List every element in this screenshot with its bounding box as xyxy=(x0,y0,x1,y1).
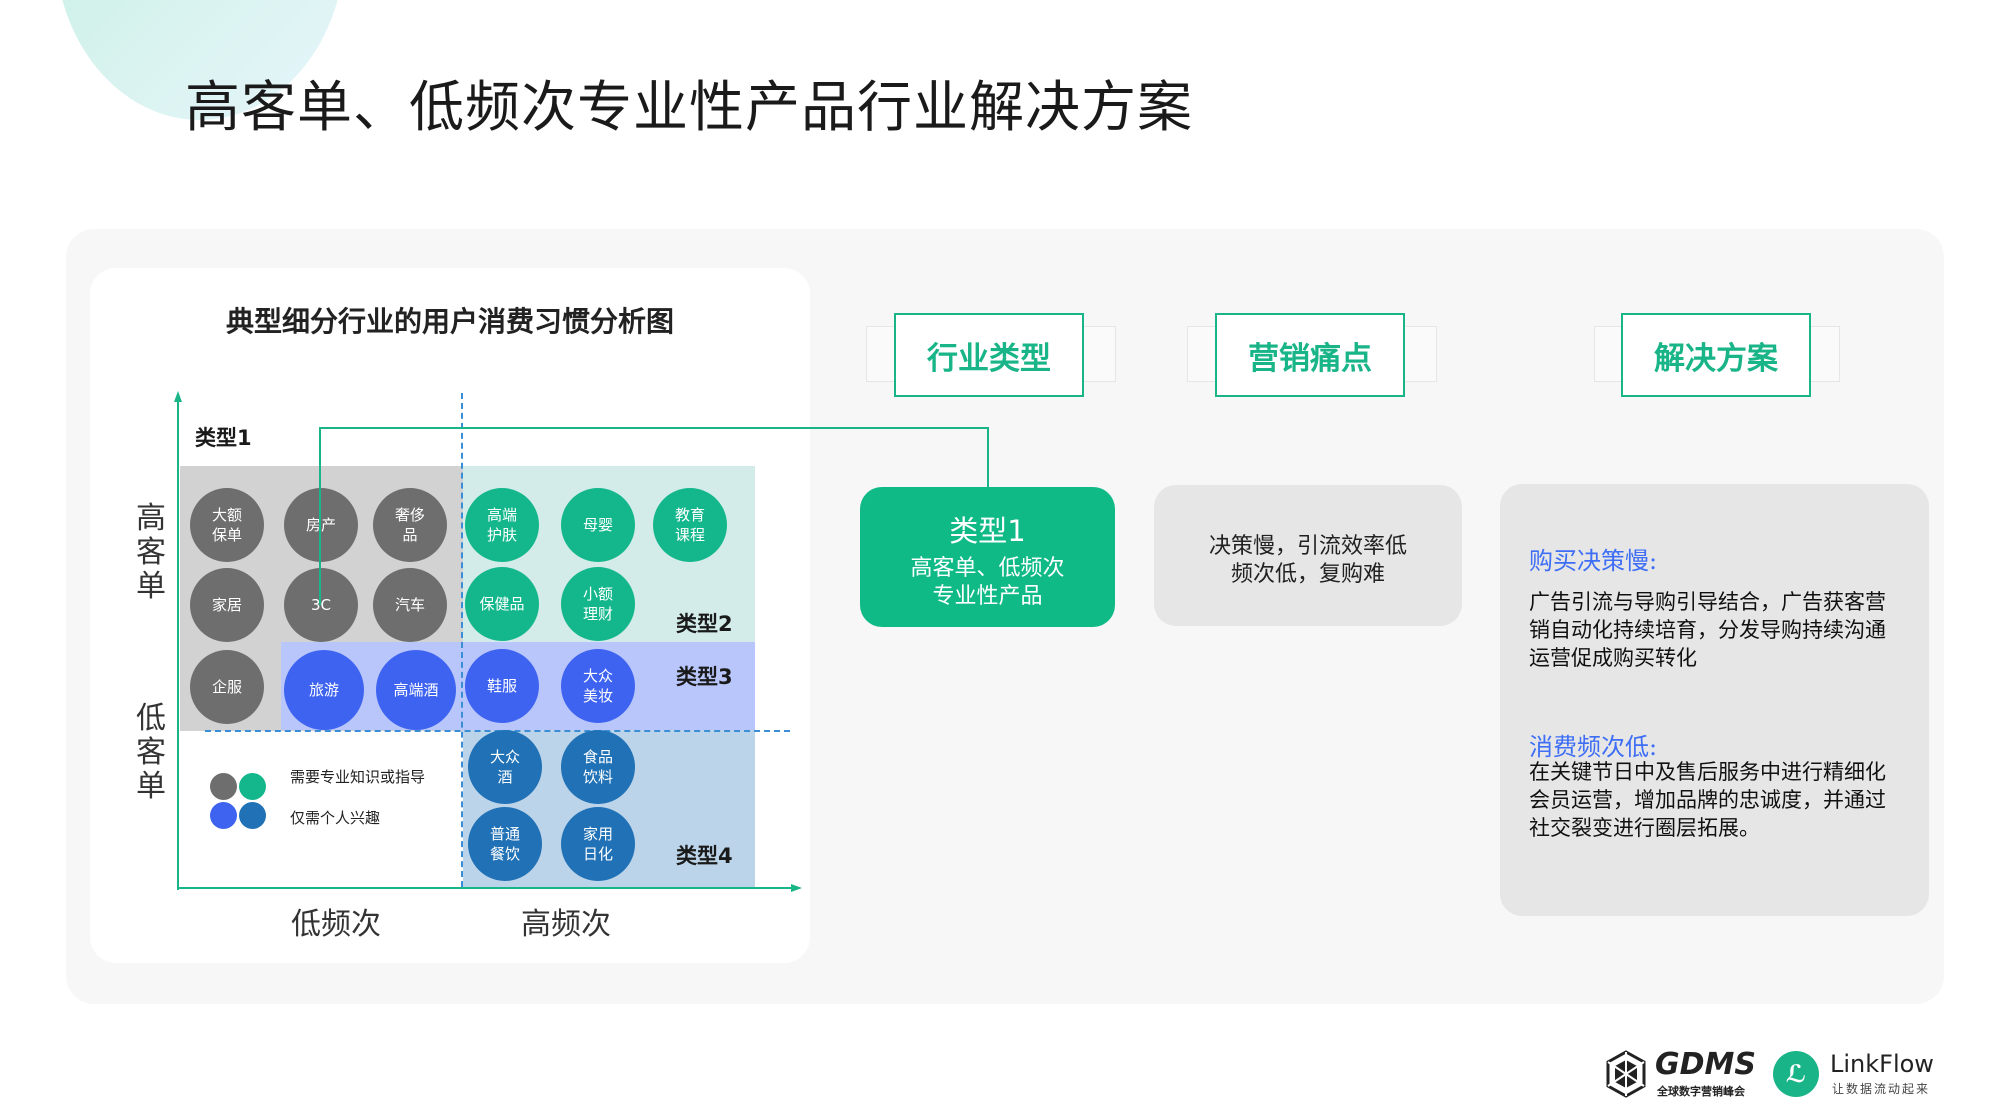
circle-3c: 3C xyxy=(284,568,358,642)
type1-card-line2: 专业性产品 xyxy=(932,584,1043,609)
legend-dot-navy xyxy=(239,802,266,829)
page-title: 高客单、低频次专业性产品行业解决方案 xyxy=(185,75,1194,139)
y-axis-high-label: 高客单 xyxy=(136,501,166,604)
pain-point-card xyxy=(1154,485,1462,626)
gdms-logo-text: GDMS xyxy=(1655,1047,1756,1082)
header-solution: 解决方案 xyxy=(1621,313,1811,397)
solution-text-decision: 广告引流与导购引导结合，广告获客营销自动化持续培育，分发导购持续沟通运营促成购买… xyxy=(1529,590,1886,670)
header-marketing-pain: 营销痛点 xyxy=(1215,313,1405,397)
legend-dot-gray xyxy=(210,773,237,800)
type1-card-title: 类型1 xyxy=(949,514,1026,548)
solution-card xyxy=(1500,484,1929,916)
type1-card xyxy=(860,487,1115,627)
circle-health-products: 保健品 xyxy=(465,567,539,641)
vertical-divider xyxy=(461,393,463,887)
connector-vertical-right xyxy=(987,427,989,487)
gdms-logo-icon xyxy=(1606,1050,1646,1098)
circle-mass-cosmetics: 大众 美妆 xyxy=(561,649,635,723)
circle-enterprise-service: 企服 xyxy=(190,650,264,724)
circle-premium-liquor: 高端酒 xyxy=(376,650,456,730)
type2-label: 类型2 xyxy=(676,612,733,636)
pain-point-line1: 决策慢，引流效率低 xyxy=(1208,534,1407,559)
circle-household-chemicals: 家用 日化 xyxy=(561,807,635,881)
type1-card-line1: 高客单、低频次 xyxy=(910,556,1065,581)
x-axis-low-label: 低频次 xyxy=(291,907,381,942)
solution-heading-frequency: 消费频次低: xyxy=(1529,733,1658,761)
circle-premium-skincare: 高端 护肤 xyxy=(465,488,539,562)
chart-title: 典型细分行业的用户消费习惯分析图 xyxy=(225,305,674,338)
circle-education-courses: 教育 课程 xyxy=(653,488,727,562)
linkflow-logo-icon: ℒ xyxy=(1773,1051,1819,1097)
connector-vertical-left xyxy=(319,427,321,605)
circle-home-furnishing: 家居 xyxy=(190,568,264,642)
legend-dot-teal xyxy=(239,773,266,800)
circle-maternal-infant: 母婴 xyxy=(561,488,635,562)
linkflow-logo-text: LinkFlow xyxy=(1830,1050,1934,1078)
pain-point-line2: 频次低，复购难 xyxy=(1230,562,1385,587)
circle-tourism: 旅游 xyxy=(284,650,364,730)
type3-label: 类型3 xyxy=(676,665,733,689)
circle-apparel: 鞋服 xyxy=(465,649,539,723)
header-industry-type: 行业类型 xyxy=(894,313,1084,397)
legend-dot-blue xyxy=(210,802,237,829)
legend-professional: 需要专业知识或指导 xyxy=(290,768,426,786)
solution-text-frequency: 在关键节日中及售后服务中进行精细化会员运营，增加品牌的忠诚度，并通过社交裂变进行… xyxy=(1529,760,1886,840)
x-axis-high-label: 高频次 xyxy=(521,907,611,942)
type1-label: 类型1 xyxy=(195,426,252,450)
connector-horizontal xyxy=(319,427,989,429)
circle-mass-liquor: 大众 酒 xyxy=(468,730,542,804)
circle-large-insurance: 大额 保单 xyxy=(190,488,264,562)
linkflow-logo-subtitle: 让数据流动起来 xyxy=(1832,1082,1931,1096)
circle-casual-dining: 普通 餐饮 xyxy=(468,807,542,881)
circle-automobile: 汽车 xyxy=(373,568,447,642)
circle-small-finance: 小额 理财 xyxy=(561,567,635,641)
circle-real-estate: 房产 xyxy=(284,488,358,562)
type4-label: 类型4 xyxy=(676,844,733,868)
gdms-logo-subtitle: 全球数字营销峰会 xyxy=(1657,1085,1745,1098)
circle-food-beverage: 食品 饮料 xyxy=(561,730,635,804)
solution-heading-decision: 购买决策慢: xyxy=(1529,547,1658,575)
legend-personal-interest: 仅需个人兴趣 xyxy=(290,809,381,827)
circle-luxury: 奢侈 品 xyxy=(373,488,447,562)
y-axis-low-label: 低客单 xyxy=(136,701,166,804)
